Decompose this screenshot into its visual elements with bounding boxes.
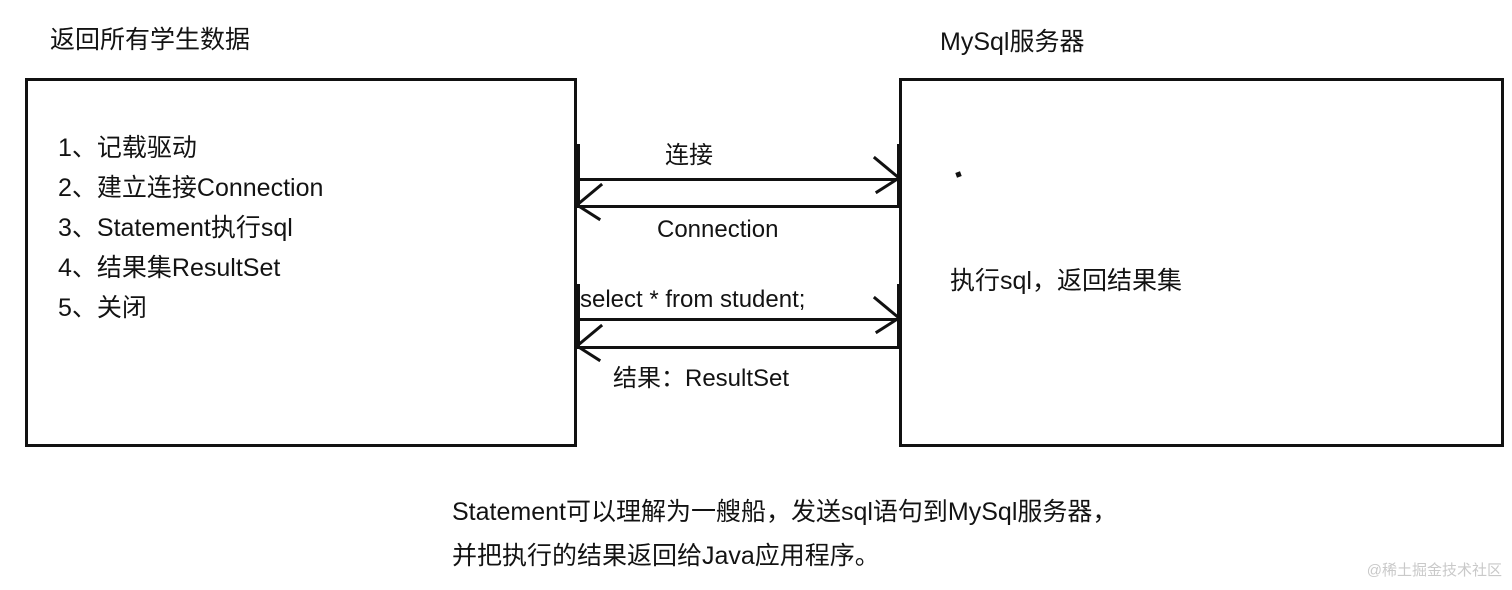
client-lifeline-lower bbox=[577, 284, 580, 348]
message-label-result: 结果：ResultSet bbox=[613, 365, 790, 392]
message-line-select bbox=[577, 318, 899, 321]
message-label-connect: 连接 bbox=[665, 142, 713, 169]
caption-block: Statement可以理解为一艘船，发送sql语句到MySql服务器， 并把执行… bbox=[452, 490, 1212, 578]
list-item: 5、关闭 bbox=[58, 294, 147, 322]
client-box-title: 返回所有学生数据 bbox=[50, 26, 251, 54]
message-label-connection: Connection bbox=[657, 216, 779, 243]
watermark: @稀土掘金技术社区 bbox=[1366, 562, 1502, 579]
list-item: 1、记载驱动 bbox=[58, 134, 197, 162]
client-step-list: 1、记载驱动 2、建立连接Connection 3、Statement执行sql… bbox=[58, 128, 528, 328]
list-item: 4、结果集ResultSet bbox=[58, 254, 281, 282]
message-line-result bbox=[577, 346, 899, 349]
client-box bbox=[25, 78, 577, 447]
server-note-text: 执行sql，返回结果集 bbox=[950, 267, 1182, 295]
caption-line: 并把执行的结果返回给Java应用程序。 bbox=[452, 542, 880, 570]
server-lifeline-upper bbox=[897, 144, 900, 206]
client-lifeline-upper bbox=[577, 144, 580, 206]
list-item: 2、建立连接Connection bbox=[58, 174, 324, 202]
server-box-title: MySql服务器 bbox=[940, 28, 1085, 56]
server-box bbox=[899, 78, 1504, 447]
message-label-select: select * from student; bbox=[580, 286, 806, 313]
message-line-connection bbox=[577, 205, 899, 208]
message-line-connect bbox=[577, 178, 899, 181]
list-item: 3、Statement执行sql bbox=[58, 214, 293, 242]
caption-line: Statement可以理解为一艘船，发送sql语句到MySql服务器， bbox=[452, 498, 1118, 526]
